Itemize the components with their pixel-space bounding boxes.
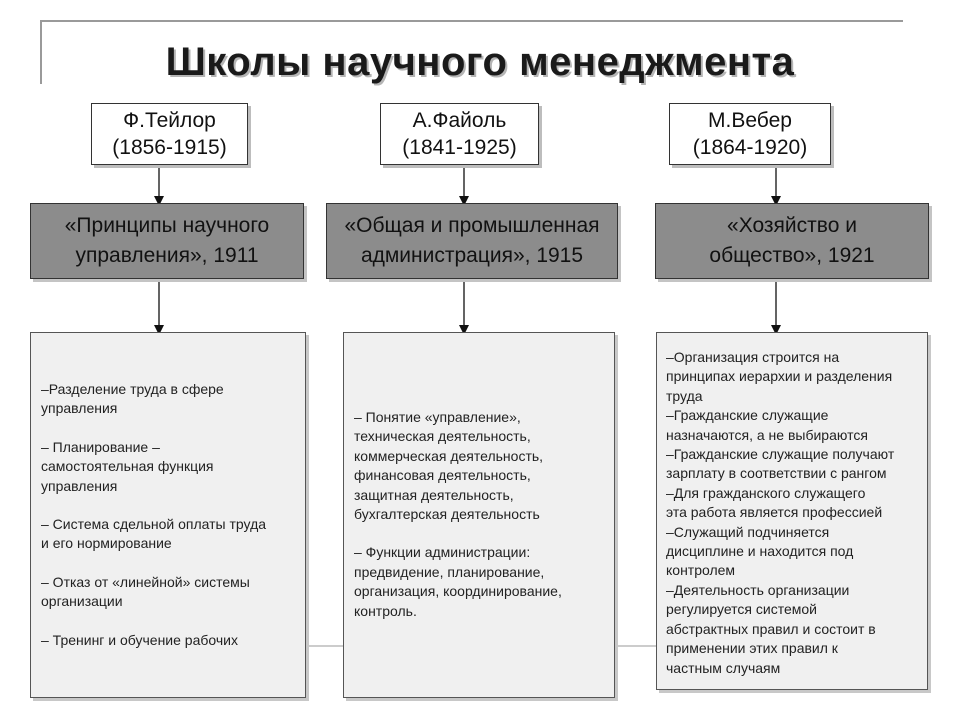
list-item: – Система сдельной оплаты труда и его но… [41, 516, 267, 552]
author-fayol-name: А.Файоль [412, 109, 507, 132]
page-title: Школы научного менеджмента [165, 40, 795, 84]
author-weber: М.Вебер (1864-1920) [669, 103, 831, 165]
work-fayol-line2: администрация», 1915 [360, 244, 584, 267]
author-fayol-years: (1841-1925) [402, 136, 517, 159]
work-fayol: «Общая и промышленная администрация», 19… [326, 203, 618, 279]
work-fayol-line1: «Общая и промышленная [344, 214, 600, 237]
list-item: –Гражданские служащие назначаются, а не … [666, 407, 868, 443]
panel-taylor: –Разделение труда в сфере управления – П… [30, 332, 306, 698]
list-item: –Для гражданского служащего эта работа я… [666, 484, 883, 521]
list-item: –Деятельность организации регулируется с… [666, 581, 876, 676]
author-fayol: А.Файоль (1841-1925) [380, 103, 539, 165]
list-item: –Служащий подчиняется дисциплине и наход… [666, 523, 854, 579]
list-item: – Отказ от «линейной» системы организаци… [41, 573, 250, 610]
panel-fayol: – Понятие «управление», техническая деят… [343, 332, 615, 698]
list-item: –Организация строится на принципах иерар… [666, 349, 893, 404]
left-rule [40, 20, 42, 84]
top-rule [40, 20, 903, 22]
author-weber-name: М.Вебер [708, 109, 792, 132]
work-taylor-line1: «Принципы научного [64, 214, 270, 237]
work-weber-line1: «Хозяйство и [727, 214, 857, 237]
panel-weber: –Организация строится на принципах иерар… [656, 332, 928, 690]
list-item: –Разделение труда в сфере управления [41, 381, 224, 417]
author-taylor: Ф.Тейлор (1856-1915) [91, 103, 248, 165]
author-taylor-years: (1856-1915) [112, 136, 227, 159]
work-taylor: «Принципы научного управления», 1911 [30, 203, 304, 279]
list-item: – Тренинг и обучение рабочих [41, 631, 238, 648]
list-item: – Понятие «управление», техническая деят… [354, 409, 544, 523]
list-item: – Планирование – самостоятельная функция… [41, 438, 214, 494]
work-weber: «Хозяйство и общество», 1921 [655, 203, 929, 279]
work-weber-line2: общество», 1921 [709, 244, 875, 267]
author-weber-years: (1864-1920) [692, 136, 808, 159]
list-item: – Функции администрации: предвидение, пл… [354, 544, 562, 619]
work-taylor-line2: управления», 1911 [75, 244, 259, 267]
author-taylor-name: Ф.Тейлор [123, 109, 216, 132]
list-item: –Гражданские служащие получают зарплату … [666, 446, 895, 482]
